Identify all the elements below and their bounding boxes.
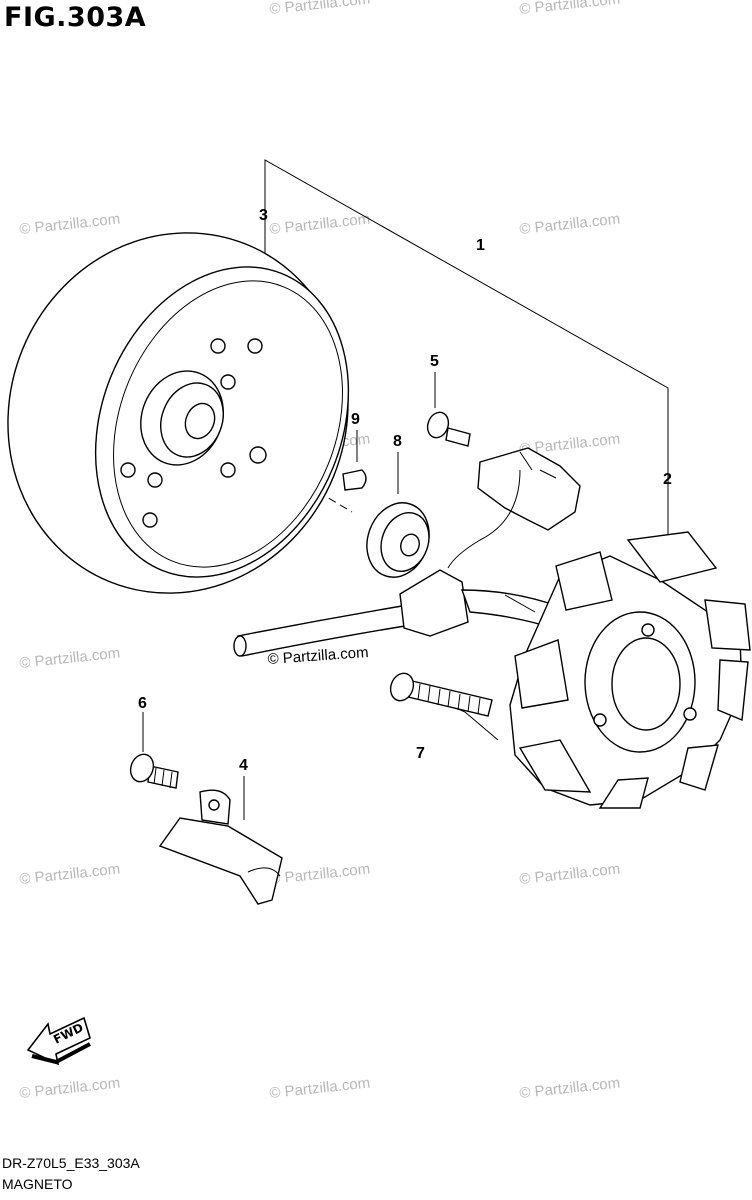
watermark: © Partzilla.com	[519, 861, 621, 888]
flywheel-rotor	[7, 232, 350, 594]
callouts: 1 2 3 4 5 6 7 8 9	[138, 207, 672, 774]
fwd-arrow: FWD	[26, 1016, 91, 1066]
wire-clamp	[158, 789, 283, 905]
watermark: © Partzilla.com	[269, 211, 371, 238]
bolt-7	[389, 672, 493, 717]
bracket-line	[264, 159, 669, 536]
diagram-caption: MAGNETO	[2, 1176, 73, 1192]
callout-3: 3	[259, 207, 268, 224]
callout-9: 9	[351, 411, 360, 428]
wire-harness	[233, 569, 622, 662]
pickup-coil	[447, 447, 581, 569]
watermark: © Partzilla.com	[19, 861, 121, 888]
diagram-code: DR-Z70L5_E33_303A	[2, 1155, 140, 1171]
watermark: © Partzilla.com	[269, 0, 371, 18]
callout-4: 4	[239, 757, 248, 774]
callout-2: 2	[663, 471, 672, 488]
bolt-5	[426, 411, 471, 447]
callout-1: 1	[476, 237, 485, 254]
stator	[509, 531, 751, 809]
bolt-6	[129, 753, 179, 789]
rotor-collar	[366, 502, 430, 578]
woodruff-key	[342, 469, 367, 491]
watermark: © Partzilla.com	[269, 861, 371, 888]
watermark: © Partzilla.com	[19, 211, 121, 238]
watermark: © Partzilla.com	[19, 645, 121, 672]
callout-7: 7	[416, 745, 425, 762]
watermark: © Partzilla.com	[519, 0, 621, 18]
watermark: © Partzilla.com	[269, 1075, 371, 1102]
watermark: © Partzilla.com	[19, 1075, 121, 1102]
figure-title: FIG.303A	[4, 2, 147, 33]
callout-5: 5	[430, 353, 439, 370]
watermark: © Partzilla.com	[519, 211, 621, 238]
callout-6: 6	[138, 695, 147, 712]
callout-8: 8	[393, 433, 402, 450]
watermark: © Partzilla.com	[519, 1075, 621, 1102]
